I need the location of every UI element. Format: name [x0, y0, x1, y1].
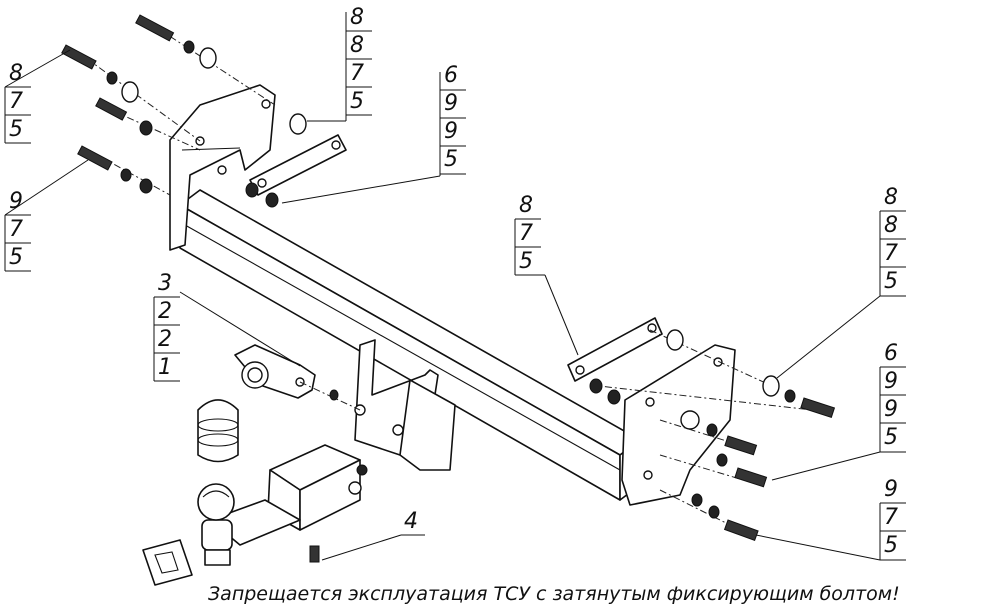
callout-5: 8 7 5 [514, 193, 545, 276]
callout-9-label: 9 [884, 477, 898, 502]
callout-5-label: 5 [519, 249, 533, 274]
callout-8-label: 6 [884, 341, 898, 366]
leader-lines [4, 12, 881, 561]
callout-2-label: 9 [444, 91, 458, 116]
fasteners-left [61, 14, 307, 208]
cover-plug [142, 539, 193, 586]
warning-caption: Запрещается эксплуатация ТСУ с затянутым… [208, 583, 900, 605]
callout-2: 6 9 9 5 [440, 63, 466, 175]
callout-5-label: 8 [519, 193, 533, 218]
callout-2-label: 6 [444, 63, 458, 88]
callout-5-label: 7 [519, 221, 533, 246]
callout-6: 8 8 7 5 [879, 185, 906, 297]
callout-6-label: 8 [884, 185, 898, 210]
callout-6-label: 5 [884, 269, 898, 294]
callout-10: 4 [401, 509, 425, 536]
callout-4-label: 7 [9, 217, 23, 242]
callout-8-label: 9 [884, 397, 898, 422]
callout-3: 8 7 5 [4, 61, 31, 144]
callout-1-label: 8 [350, 5, 364, 30]
callout-3-label: 8 [9, 61, 23, 86]
callout-7-label: 3 [158, 271, 172, 296]
callout-3-label: 7 [9, 89, 23, 114]
callout-1-label: 7 [350, 61, 364, 86]
callout-6-label: 8 [884, 213, 898, 238]
callout-9-label: 7 [884, 505, 898, 530]
callout-2-label: 9 [444, 119, 458, 144]
callout-4-label: 9 [9, 189, 23, 214]
callout-2-label: 5 [444, 147, 458, 172]
center-bracket [354, 339, 456, 471]
right-bracket [621, 344, 736, 506]
socket-plate [234, 344, 316, 399]
fasteners-center [299, 381, 368, 563]
callout-1: 8 8 7 5 [346, 5, 372, 116]
fasteners-right [589, 329, 836, 541]
right-plate [567, 317, 663, 382]
callout-1-label: 5 [350, 89, 364, 114]
callout-4: 9 7 5 [4, 189, 31, 272]
callout-9: 9 7 5 [879, 477, 906, 561]
callout-7: 3 2 2 1 [153, 271, 180, 382]
callout-8: 6 9 9 5 [879, 341, 906, 453]
callout-3-label: 5 [9, 117, 23, 142]
callout-8-label: 5 [884, 425, 898, 450]
callout-1-label: 8 [350, 33, 364, 58]
tow-ball [197, 483, 235, 566]
callout-10-label: 4 [404, 509, 418, 534]
callout-7-label: 1 [158, 355, 172, 380]
left-bracket [169, 84, 276, 251]
callout-6-label: 7 [884, 241, 898, 266]
callout-7-label: 2 [158, 299, 172, 324]
callout-9-label: 5 [884, 533, 898, 558]
callout-7-label: 2 [158, 327, 172, 352]
ball-cap [197, 399, 239, 463]
callout-8-label: 9 [884, 369, 898, 394]
callout-4-label: 5 [9, 245, 23, 270]
